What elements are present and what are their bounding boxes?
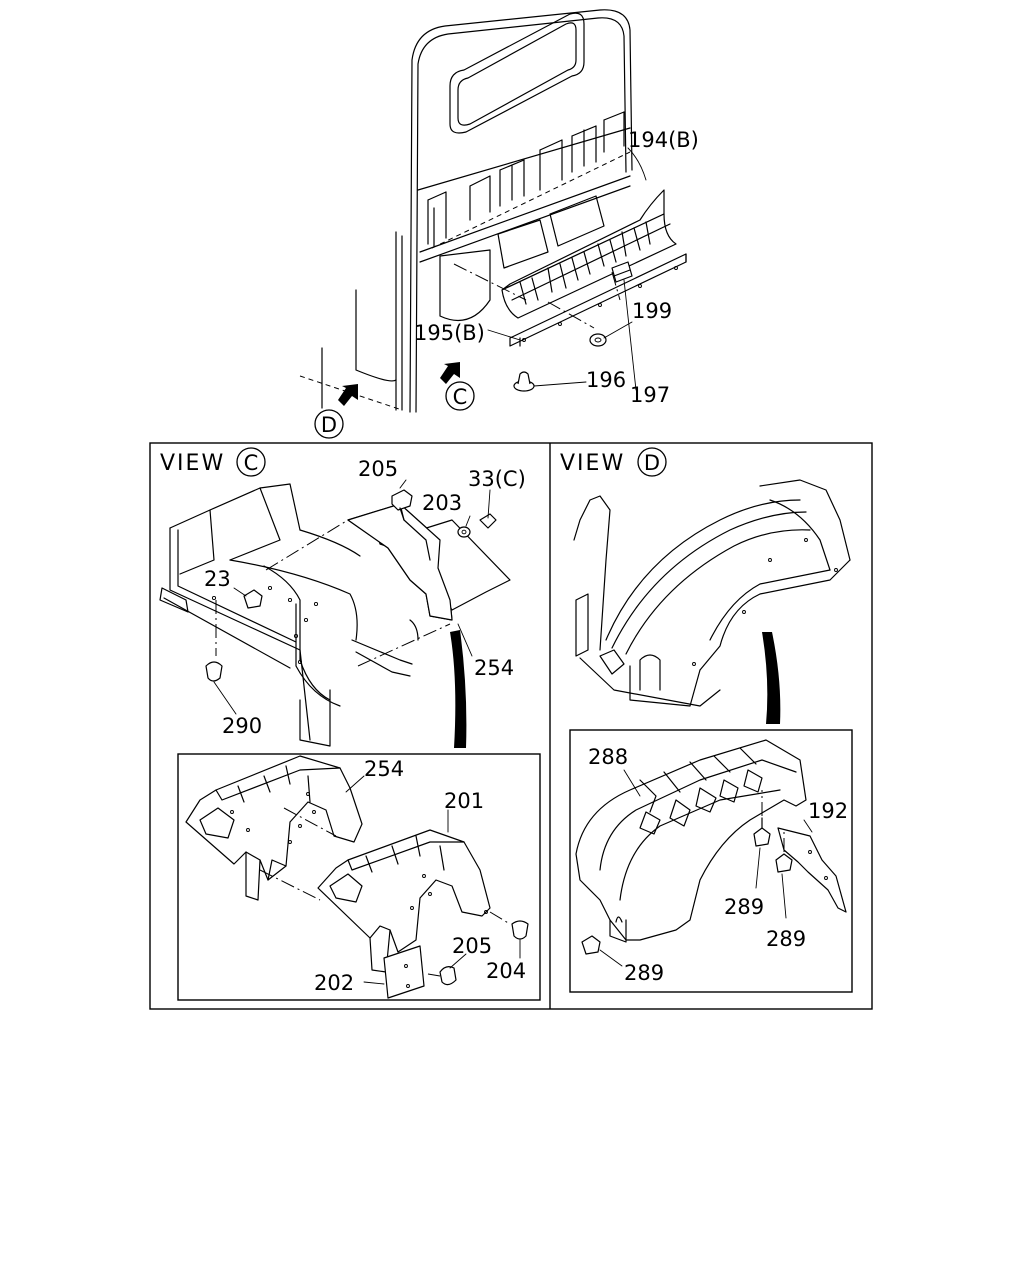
callout-205-detail: 205 (452, 934, 492, 958)
view-d-heading-marker (637, 447, 667, 477)
callout-204: 204 (486, 959, 526, 983)
callout-199: 199 (632, 299, 672, 323)
callout-288: 288 (588, 745, 628, 769)
washer-203 (457, 526, 471, 538)
callout-33c: 33(C) (468, 467, 526, 491)
callout-197: 197 (630, 383, 670, 407)
clip-23 (243, 589, 263, 609)
view-c-heading-marker (236, 447, 266, 477)
bolt-289-c (581, 935, 601, 955)
bolt-289-a (753, 817, 771, 847)
plug-290 (205, 661, 223, 682)
callout-23: 23 (204, 567, 231, 591)
detail-arrow-c (450, 630, 467, 748)
view-d-panel (573, 447, 851, 724)
cab-rear-assembly (299, 9, 687, 439)
callout-201: 201 (444, 789, 484, 813)
view-frame (149, 442, 873, 1010)
view-c-heading: VIEW (160, 451, 225, 476)
callout-195b: 195(B) (414, 321, 485, 345)
view-d-marker-text: D (321, 413, 337, 437)
labels: 194(B) 199 195(B) 196 197 D C VIEW C 205… (160, 128, 848, 995)
callout-194b: 194(B) (628, 128, 699, 152)
bolt-33c (479, 513, 497, 529)
callout-192: 192 (808, 799, 848, 823)
callout-205-top: 205 (358, 457, 398, 481)
callout-289-c: 289 (624, 961, 664, 985)
view-d-detail (575, 739, 847, 967)
callout-196: 196 (586, 368, 626, 392)
view-c-detail (185, 755, 529, 999)
clip-204-detail (511, 920, 529, 940)
view-c-panel (159, 447, 511, 748)
view-d-heading-letter: D (644, 451, 660, 475)
detail-arrow-d (762, 632, 781, 724)
view-c-heading-letter: C (244, 451, 259, 475)
callout-289-b: 289 (766, 927, 806, 951)
bolt-205-detail (439, 966, 457, 986)
view-c-marker-text: C (453, 385, 468, 409)
bolt-205 (391, 489, 413, 521)
view-c-arrow (440, 362, 460, 384)
nut-197 (611, 261, 633, 283)
bolt-289-b (775, 853, 793, 873)
callout-254-detail: 254 (364, 757, 404, 781)
callout-289-a: 289 (724, 895, 764, 919)
view-c-detail-frame (177, 753, 541, 1001)
view-c-marker (445, 381, 475, 411)
clip-196 (513, 371, 535, 392)
view-d-arrow (338, 384, 358, 406)
callout-254-main: 254 (474, 656, 514, 680)
callout-202: 202 (314, 971, 354, 995)
view-d-marker (314, 409, 344, 439)
washer-199 (589, 333, 607, 347)
view-d-detail-frame (569, 729, 853, 993)
view-d-heading: VIEW (560, 451, 625, 476)
callout-290: 290 (222, 714, 262, 738)
callout-203: 203 (422, 491, 462, 515)
